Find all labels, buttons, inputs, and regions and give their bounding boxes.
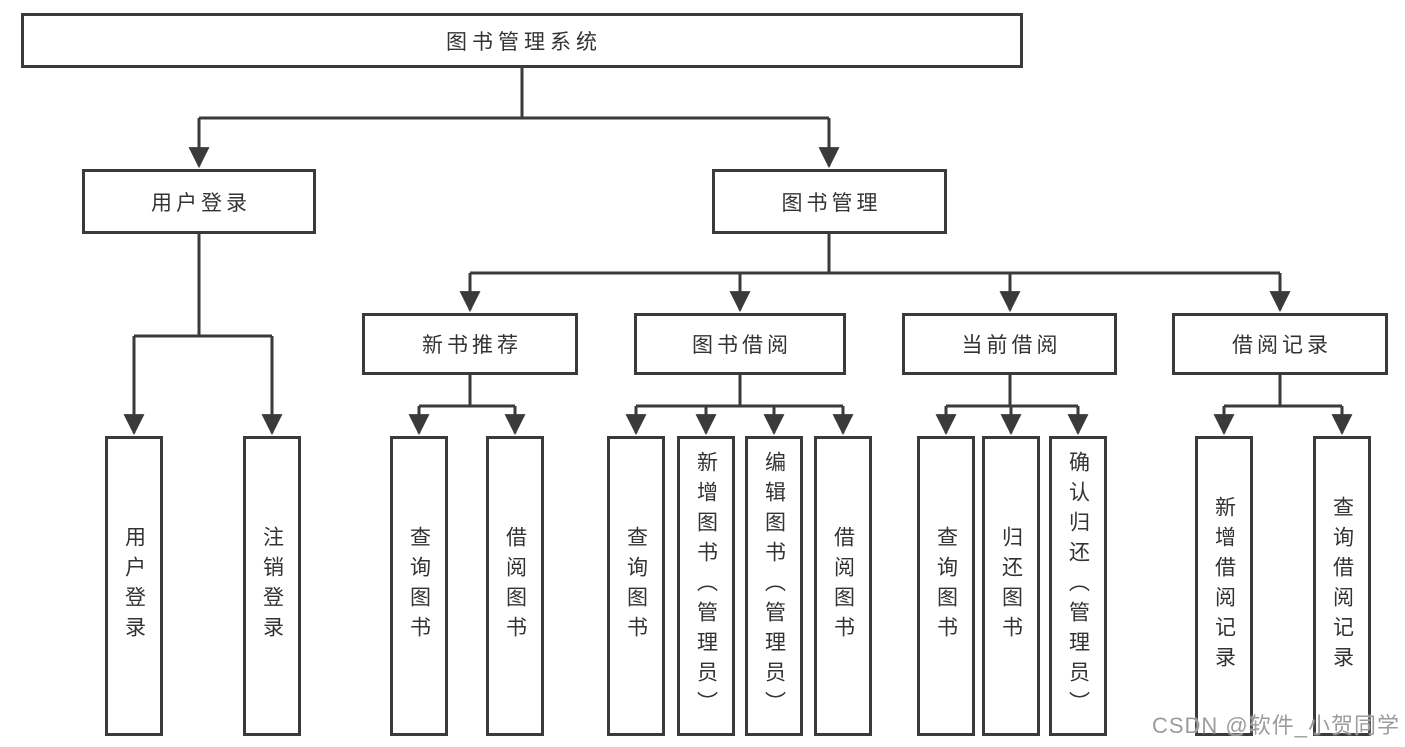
leaf-add-borrow-record: 新增借阅记录 [1195,436,1253,736]
leaf-return-book: 归还图书 [982,436,1040,736]
leaf-borrow-books-borrowing: 借阅图书 [814,436,872,736]
node-user-login: 用户登录 [82,169,316,234]
leaf-query-books-current: 查询图书 [917,436,975,736]
leaf-logout: 注销登录 [243,436,301,736]
node-new-book-recommend: 新书推荐 [362,313,578,375]
node-book-management: 图书管理 [712,169,947,234]
leaf-confirm-return-admin: 确认归还（管理员） [1049,436,1107,736]
node-current-borrowing: 当前借阅 [902,313,1117,375]
leaf-query-books-recommend: 查询图书 [390,436,448,736]
leaf-add-book-admin: 新增图书（管理员） [677,436,735,736]
node-borrowing-records: 借阅记录 [1172,313,1388,375]
leaf-query-borrow-record: 查询借阅记录 [1313,436,1371,736]
leaf-edit-book-admin: 编辑图书（管理员） [745,436,803,736]
leaf-user-login: 用户登录 [105,436,163,736]
leaf-query-books-borrowing: 查询图书 [607,436,665,736]
node-library-management-system: 图书管理系统 [21,13,1023,68]
node-book-borrowing: 图书借阅 [634,313,846,375]
leaf-borrow-books-recommend: 借阅图书 [486,436,544,736]
watermark: CSDN @软件_小贺同学 [1151,713,1400,738]
